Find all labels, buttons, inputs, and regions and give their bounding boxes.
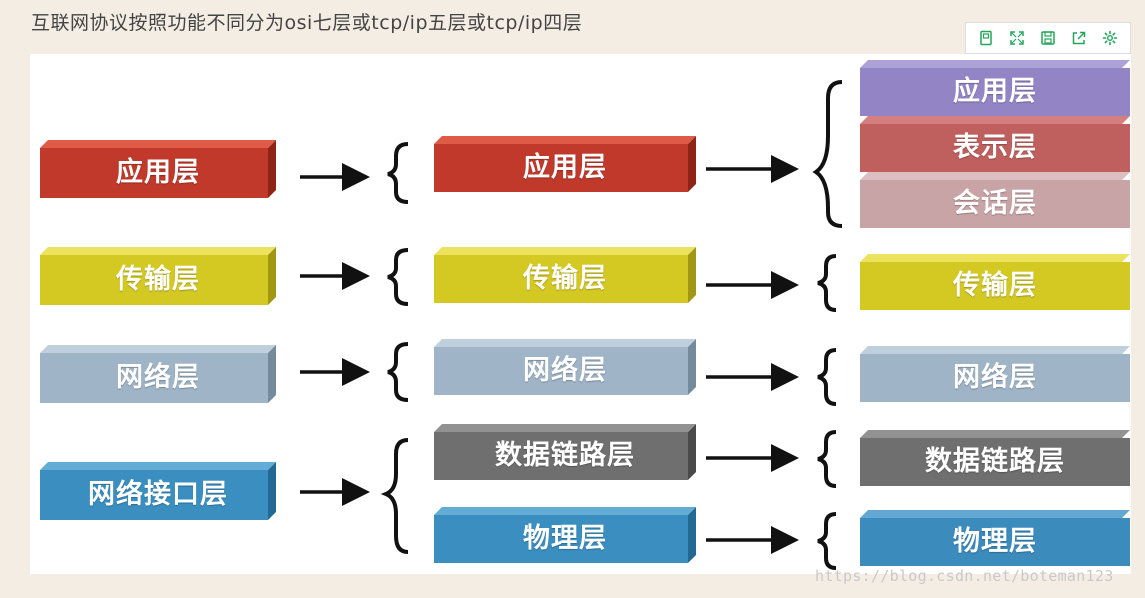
image-toolbar xyxy=(965,22,1131,54)
page-caption: 互联网协议按照功能不同分为osi七层或tcp/ip五层或tcp/ip四层 xyxy=(31,12,583,34)
brace-app-2 xyxy=(387,142,409,204)
layer-label: 传输层 xyxy=(953,269,1037,301)
save-button[interactable] xyxy=(1035,25,1061,51)
layer-box-network-5: 网络层 xyxy=(434,339,696,395)
layer-box-network-4: 网络层 xyxy=(40,345,276,403)
share-button[interactable] xyxy=(1066,25,1092,51)
layer-label: 应用层 xyxy=(116,156,200,188)
layer-box-datalink-5: 数据链路层 xyxy=(434,424,696,480)
settings-button[interactable] xyxy=(1097,25,1123,51)
share-icon xyxy=(1072,31,1086,45)
layer-label: 传输层 xyxy=(116,263,200,295)
layer-box-transport-7: 传输层 xyxy=(860,254,1130,310)
copy-button[interactable] xyxy=(973,25,999,51)
layer-box-datalink-7: 数据链路层 xyxy=(860,430,1130,486)
brace-transport-2 xyxy=(387,248,409,306)
fullscreen-button[interactable] xyxy=(1004,25,1030,51)
layer-box-physical-5: 物理层 xyxy=(434,507,696,563)
layer-label: 网络层 xyxy=(953,361,1037,393)
layer-box-application-7: 应用层 xyxy=(860,60,1130,116)
copy-icon xyxy=(979,30,992,46)
layer-box-interface-4: 网络接口层 xyxy=(40,462,276,520)
layer-box-application-4: 应用层 xyxy=(40,140,276,198)
brace-network-2 xyxy=(387,342,409,402)
layer-label: 物理层 xyxy=(953,525,1037,557)
layer-label: 传输层 xyxy=(523,262,607,294)
watermark: https://blog.csdn.net/boteman123 xyxy=(815,567,1114,585)
layer-box-application-5: 应用层 xyxy=(434,136,696,192)
layer-label: 网络接口层 xyxy=(88,478,228,510)
fullscreen-icon xyxy=(1010,31,1024,45)
brace-interface-2 xyxy=(380,438,409,554)
layer-box-transport-5: 传输层 xyxy=(434,247,696,303)
layer-box-session-7: 会话层 xyxy=(860,172,1130,228)
layer-label: 数据链路层 xyxy=(495,439,635,471)
save-icon xyxy=(1041,31,1055,45)
layer-label: 物理层 xyxy=(523,522,607,554)
brace-app-3 xyxy=(812,80,843,228)
layer-label: 网络层 xyxy=(523,354,607,386)
brace-physical-3 xyxy=(817,512,837,570)
layer-label: 网络层 xyxy=(116,361,200,393)
layer-box-transport-4: 传输层 xyxy=(40,247,276,305)
layer-box-network-7: 网络层 xyxy=(860,346,1130,402)
osi-tcpip-diagram: 应用层 传输层 网络层 网络接口层 应用层 传输层 网络层 数据链路层 物理层 … xyxy=(30,54,1131,574)
diagram-arrows-braces xyxy=(300,80,843,570)
layer-label: 会话层 xyxy=(953,187,1037,219)
brace-transport-3 xyxy=(817,254,837,312)
layer-label: 数据链路层 xyxy=(925,445,1065,477)
layer-label: 应用层 xyxy=(953,75,1037,107)
settings-icon xyxy=(1103,30,1118,46)
layer-label: 表示层 xyxy=(953,131,1037,163)
brace-network-3 xyxy=(817,348,837,406)
layer-box-physical-7: 物理层 xyxy=(860,510,1130,566)
layer-box-presentation-7: 表示层 xyxy=(860,116,1130,172)
layer-label: 应用层 xyxy=(523,151,607,183)
brace-datalink-3 xyxy=(817,430,837,488)
